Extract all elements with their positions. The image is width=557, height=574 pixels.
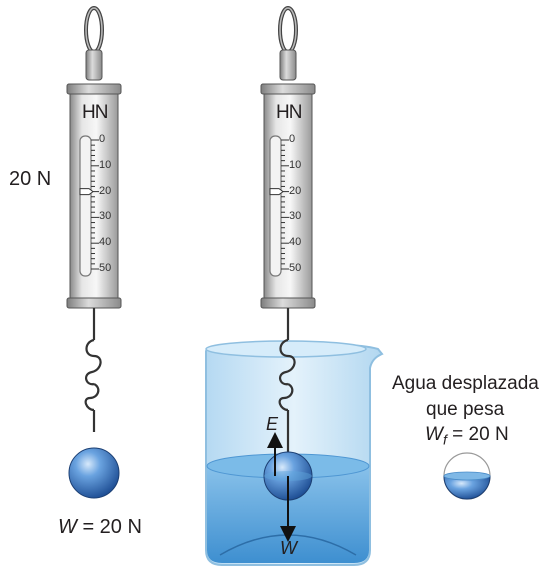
scale-tick-label-left: 20 (99, 184, 112, 197)
scale-tick-label-right: 10 (289, 158, 302, 171)
scale-slot-left (79, 135, 92, 277)
weight-label: W = 20 N (58, 516, 142, 539)
scale-tick-label-left: 0 (99, 133, 106, 145)
displaced-symbol: W (425, 424, 443, 445)
scale-slot-right (269, 135, 282, 277)
scale-brand-right: HN (276, 102, 302, 123)
sphere-left (68, 447, 120, 499)
weight-force-label: W (280, 538, 297, 558)
buoyant-force-label: E (266, 414, 279, 434)
scale-tick-label-left: 10 (99, 158, 112, 171)
scale-tick-label-right: 50 (289, 262, 302, 274)
weight-symbol: W (58, 516, 77, 538)
left-scale-reading-label: 20 N (9, 168, 52, 190)
displaced-line1: Agua desplazada (392, 373, 539, 394)
displaced-value: = 20 N (446, 424, 509, 445)
displaced-weight: Wf = 20 N (425, 424, 509, 448)
hook-chain-left (84, 308, 102, 432)
scale-tick-label-right: 0 (289, 133, 296, 145)
scale-tick-label-left: 50 (99, 262, 112, 274)
scale-tick-label-right: 20 (289, 184, 302, 197)
scale-pointer-left (79, 188, 94, 196)
hook-chain-right (278, 308, 296, 452)
displaced-subscript: f (442, 432, 447, 449)
scale-tick-label-right: 40 (289, 236, 302, 249)
scale-brand-left: HN (82, 102, 108, 123)
spring-scale-right (260, 6, 316, 309)
scale-ticks-right (281, 139, 289, 270)
scale-tick-label-right: 30 (289, 210, 302, 223)
displaced-line2: que pesa (426, 399, 505, 420)
displaced-water-icon (443, 452, 491, 500)
scale-tick-label-left: 40 (99, 236, 112, 249)
spring-scale-left (66, 6, 122, 309)
weight-value: = 20 N (76, 516, 142, 538)
scale-ticks-left (91, 139, 99, 270)
scale-tick-label-left: 30 (99, 210, 112, 223)
scale-pointer-right (269, 188, 284, 196)
